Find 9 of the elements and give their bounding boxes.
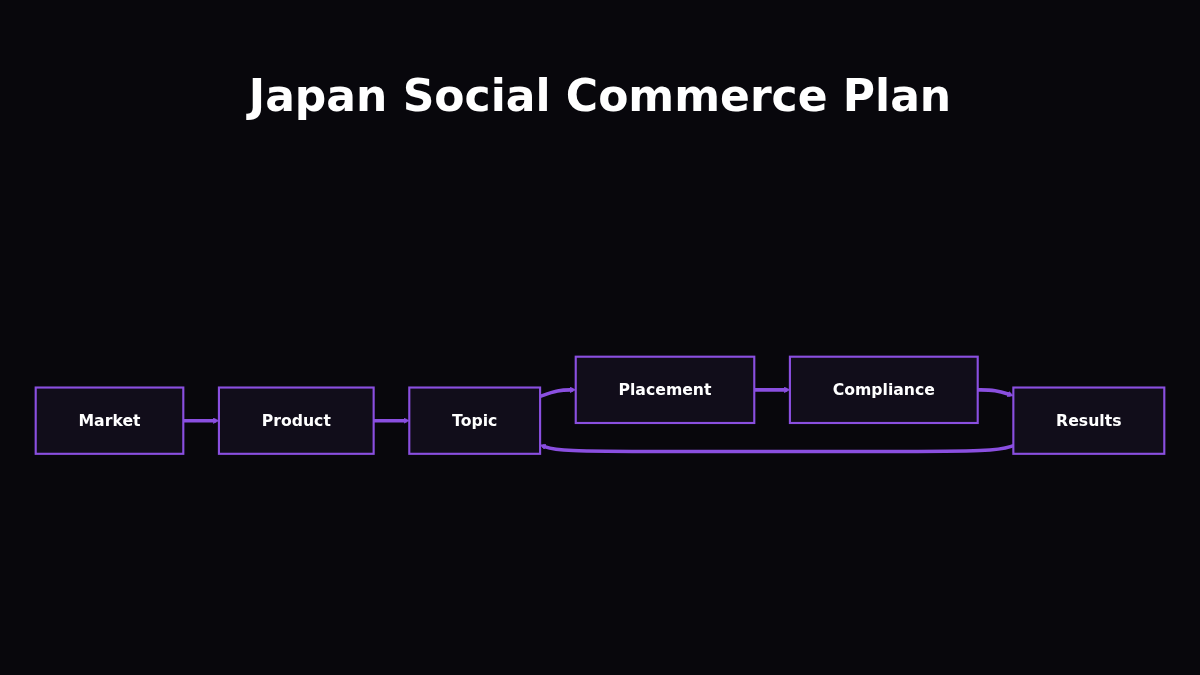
node-box: Results [1012,386,1166,455]
arrow [977,387,1014,397]
arrow [373,417,410,424]
node-box: Product [217,386,375,455]
node-box: Market [34,386,185,455]
diagram-title: Japan Social Commerce Plan [245,70,953,121]
node-box: Topic [408,386,542,455]
node-box: Compliance [788,355,979,424]
node-box: Placement [574,355,756,424]
